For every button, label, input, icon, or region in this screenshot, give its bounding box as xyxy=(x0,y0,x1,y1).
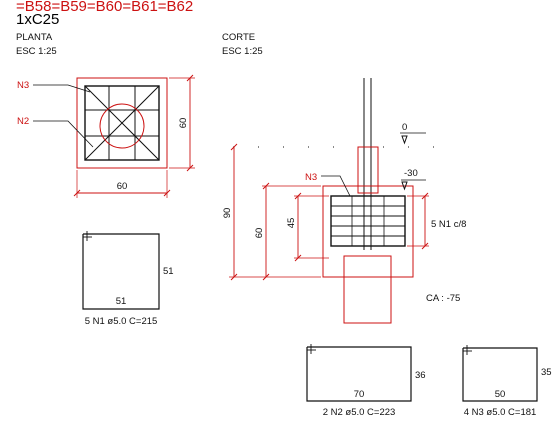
level-marker-icon xyxy=(401,135,408,145)
section-view: 0 -30 N3 90 60 45 5 N1 c/ xyxy=(222,78,466,324)
bottom-level-label: CA : -75 xyxy=(426,293,460,304)
plan-view-title: PLANTA xyxy=(16,32,53,43)
level-top-value: 0 xyxy=(402,122,407,133)
bar-n2-detail: 36 70 2 N2 ø5.0 C=223 xyxy=(306,344,426,418)
bar-n3-shape xyxy=(462,347,538,402)
bar-n2-caption: 2 N2 ø5.0 C=223 xyxy=(323,407,396,418)
level-bottom-value: -30 xyxy=(404,168,418,179)
lower-element-outline xyxy=(343,255,392,324)
bar-n3-height: 35 xyxy=(541,367,552,378)
plan-callout-n3: N3 xyxy=(17,80,29,91)
dimension-tick xyxy=(163,189,171,197)
concrete-quantity-title: 1xC25 xyxy=(16,11,59,28)
plan-callout-n2: N2 xyxy=(17,116,29,127)
dimension-tick xyxy=(186,74,194,82)
dimension-tick xyxy=(294,192,302,200)
section-view-title: CORTE xyxy=(222,32,255,43)
bar-n2-height: 36 xyxy=(415,370,426,381)
section-leader-n3 xyxy=(321,175,351,197)
plan-length-value: 60 xyxy=(178,118,189,129)
dimension-tick xyxy=(230,273,238,281)
bar-n1-width: 51 xyxy=(116,296,127,307)
plan-diagonal-bar xyxy=(84,85,160,161)
plan-footing-outline xyxy=(76,77,168,169)
section-callout-n3: N3 xyxy=(305,172,317,183)
plan-column-circle xyxy=(99,103,145,149)
level-marker-icon xyxy=(401,181,408,191)
plan-view: N3 N2 60 60 xyxy=(17,74,195,198)
bar-n1-caption: 5 N1 ø5.0 C=215 xyxy=(85,316,158,327)
dimension-tick xyxy=(230,143,238,151)
bar-n1-detail: 51 51 5 N1 ø5.0 C=215 xyxy=(82,231,174,327)
dim-height-45-value: 45 xyxy=(286,218,297,229)
bar-n3-width: 50 xyxy=(495,389,506,400)
bar-n2-width: 70 xyxy=(354,389,365,400)
dim-total-height-value: 90 xyxy=(222,208,233,219)
dimension-tick xyxy=(262,182,270,190)
plan-leader-n3 xyxy=(33,84,91,93)
dimension-tick xyxy=(262,273,270,281)
dimension-tick xyxy=(294,254,302,262)
bar-n3-detail: 35 50 4 N3 ø5.0 C=181 xyxy=(462,345,552,418)
footing-outline xyxy=(322,185,414,278)
column-outline xyxy=(357,146,379,194)
plan-leader-n2 xyxy=(33,120,94,148)
dimension-tick xyxy=(421,242,429,250)
bar-n2-shape xyxy=(306,346,412,402)
dimension-tick xyxy=(73,189,81,197)
dimension-tick xyxy=(421,192,429,200)
plan-rebar-frame xyxy=(84,85,160,161)
plan-width-value: 60 xyxy=(117,181,128,192)
stirrup-cage xyxy=(330,195,406,247)
bar-n3-caption: 4 N3 ø5.0 C=181 xyxy=(464,407,537,418)
plan-view-scale: ESC 1:25 xyxy=(16,46,57,57)
dimension-tick xyxy=(186,164,194,172)
bar-n1-shape xyxy=(82,233,160,310)
dim-height-60-value: 60 xyxy=(254,228,265,239)
element-ids-title: =B58=B59=B60=B61=B62 xyxy=(16,0,193,15)
stirrups-label: 5 N1 c/8 xyxy=(431,219,466,230)
section-view-scale: ESC 1:25 xyxy=(222,46,263,57)
bar-n1-height: 51 xyxy=(163,266,174,277)
